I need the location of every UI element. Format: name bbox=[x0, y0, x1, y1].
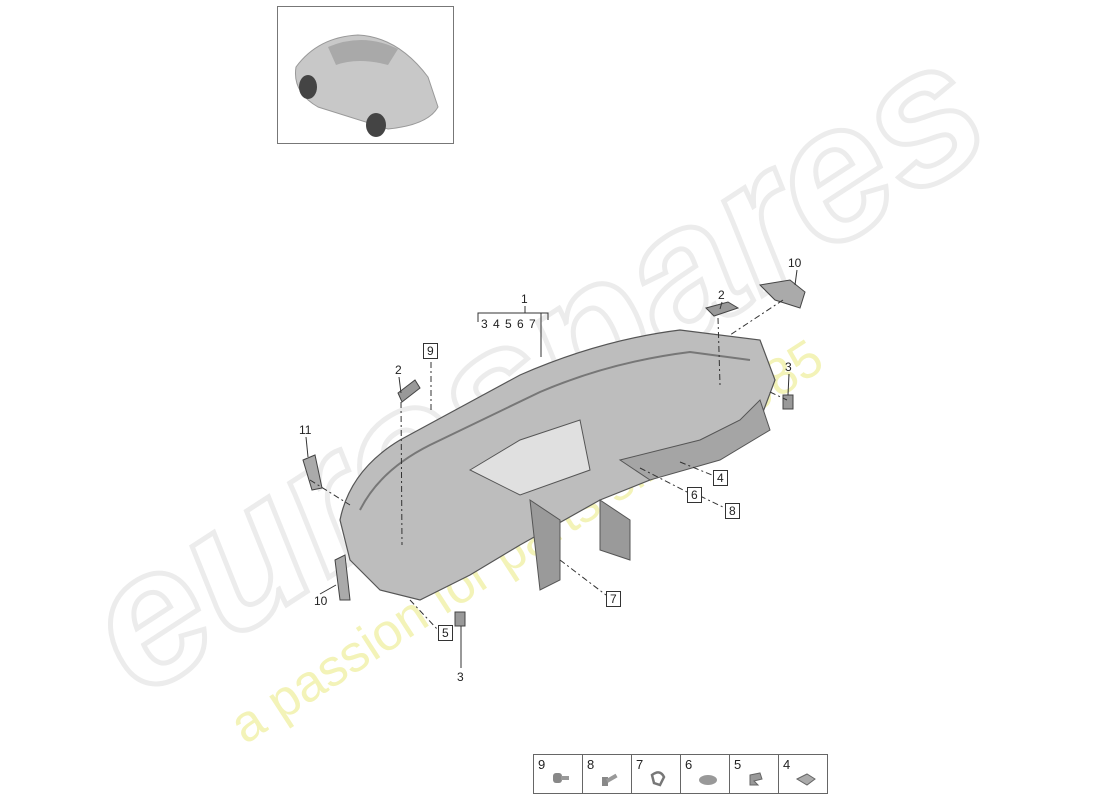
callout-7[interactable]: 7 bbox=[606, 591, 621, 607]
callout-9[interactable]: 9 bbox=[423, 343, 438, 359]
callout-10-left[interactable]: 10 bbox=[314, 594, 328, 608]
callout-1[interactable]: 1 bbox=[521, 292, 528, 306]
spring-clip-icon bbox=[749, 772, 763, 786]
nut-plate-icon bbox=[699, 775, 717, 785]
callout-5[interactable]: 5 bbox=[438, 625, 453, 641]
legend-number: 6 bbox=[685, 757, 693, 772]
callout-3-left[interactable]: 3 bbox=[457, 670, 464, 684]
callout-2-right[interactable]: 2 bbox=[718, 288, 725, 302]
legend-item-8[interactable]: 8 bbox=[583, 755, 632, 793]
legend-item-7[interactable]: 7 bbox=[632, 755, 681, 793]
bracket-clip-icon bbox=[795, 773, 816, 786]
small-parts-legend: 9 8 7 6 5 4 bbox=[533, 754, 828, 794]
callout-11[interactable]: 11 bbox=[299, 423, 312, 437]
callout-6[interactable]: 6 bbox=[687, 487, 702, 503]
callout-2-left[interactable]: 2 bbox=[395, 363, 402, 377]
leader-lines bbox=[309, 299, 788, 631]
vehicle-thumbnail[interactable] bbox=[277, 6, 454, 144]
legend-number: 8 bbox=[587, 757, 595, 772]
bolt-icon bbox=[553, 773, 569, 783]
callout-1-includes: 3 4 5 6 7 bbox=[481, 317, 537, 331]
legend-number: 9 bbox=[538, 757, 546, 772]
trim-panel-left[interactable] bbox=[302, 454, 323, 491]
bracket-lines bbox=[305, 269, 798, 668]
callout-10-right[interactable]: 10 bbox=[788, 256, 802, 270]
bracket-right[interactable] bbox=[782, 394, 794, 410]
legend-number: 7 bbox=[636, 757, 644, 772]
callout-4[interactable]: 4 bbox=[713, 470, 728, 486]
clip-icon bbox=[650, 771, 666, 787]
legend-item-4[interactable]: 4 bbox=[779, 755, 827, 793]
callout-3-right[interactable]: 3 bbox=[785, 360, 792, 374]
car-icon bbox=[294, 34, 439, 137]
legend-number: 5 bbox=[734, 757, 742, 772]
legend-item-5[interactable]: 5 bbox=[730, 755, 779, 793]
air-vent-left[interactable] bbox=[397, 379, 421, 403]
trim-panel-right[interactable] bbox=[758, 279, 806, 309]
dashboard-carrier[interactable] bbox=[339, 329, 776, 601]
screw-icon bbox=[602, 773, 618, 786]
cover-left[interactable] bbox=[334, 554, 351, 601]
bracket-left[interactable] bbox=[454, 611, 466, 627]
air-vent-right[interactable] bbox=[705, 301, 740, 317]
legend-item-6[interactable]: 6 bbox=[681, 755, 730, 793]
legend-item-9[interactable]: 9 bbox=[534, 755, 583, 793]
callout-8[interactable]: 8 bbox=[725, 503, 740, 519]
legend-number: 4 bbox=[783, 757, 791, 772]
